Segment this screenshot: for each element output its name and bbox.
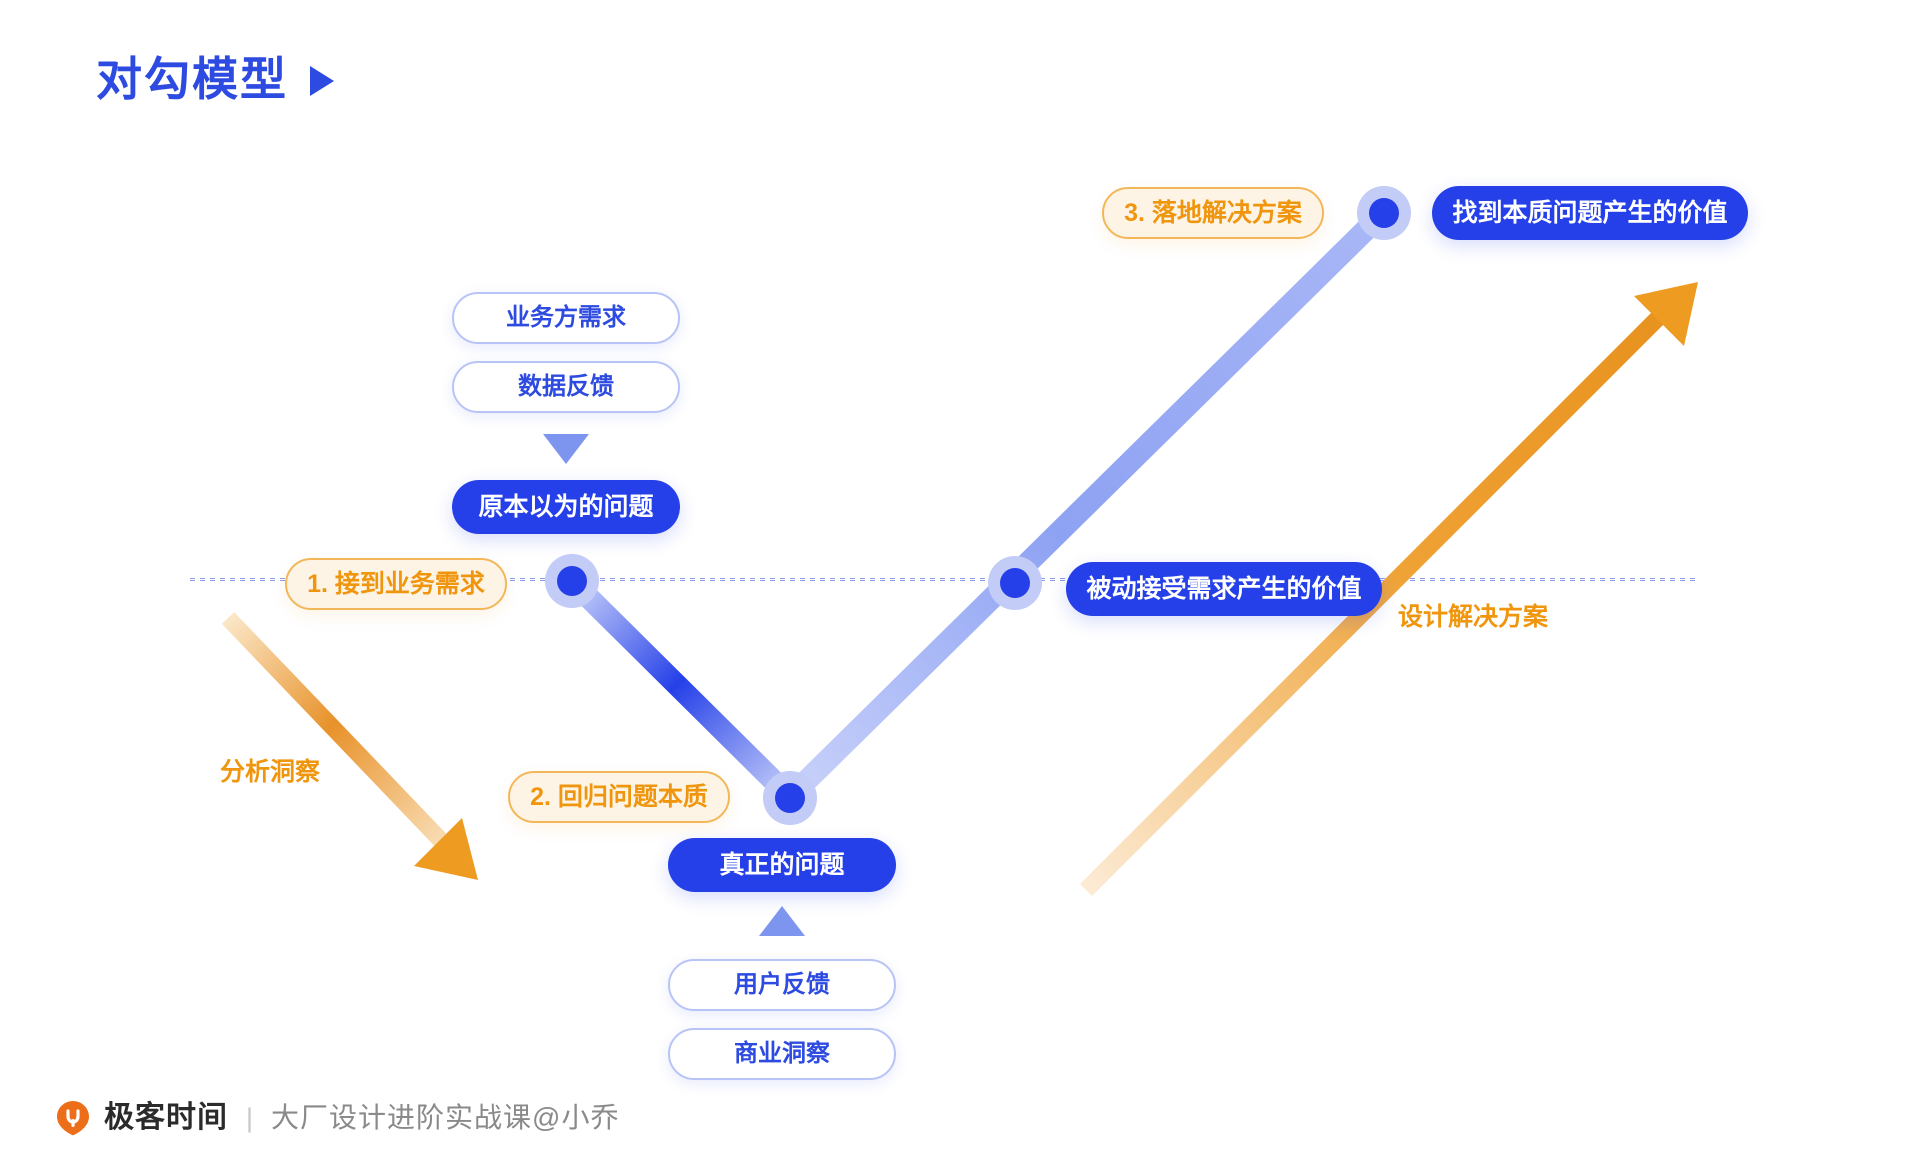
node-dot-step-2[interactable] xyxy=(763,771,817,825)
footer: 极客时间 | 大厂设计进阶实战课@小乔 xyxy=(56,1100,619,1136)
node-dot-step-1[interactable] xyxy=(545,554,599,608)
footer-course-name: 大厂设计进阶实战课@小乔 xyxy=(271,1102,620,1133)
analysis-arrow-shaft xyxy=(221,612,459,858)
checkmark-ascending-line xyxy=(779,201,1395,808)
arrow-down-to-assumed-problem-icon xyxy=(543,434,589,464)
node-dot-passive-value[interactable] xyxy=(988,556,1042,610)
input-pill-data-feedback[interactable]: 数据反馈 xyxy=(452,361,680,413)
input-pill-business-demand[interactable]: 业务方需求 xyxy=(452,292,680,344)
problem-pill-assumed[interactable]: 原本以为的问题 xyxy=(452,480,680,534)
step-pill-3[interactable]: 3. 落地解决方案 xyxy=(1102,187,1324,239)
value-pill-passive[interactable]: 被动接受需求产生的价值 xyxy=(1066,562,1382,616)
step-pill-2[interactable]: 2. 回归问题本质 xyxy=(508,771,730,823)
problem-pill-real[interactable]: 真正的问题 xyxy=(668,838,896,892)
input-pill-business-insight[interactable]: 商业洞察 xyxy=(668,1028,896,1080)
node-dot-step-3[interactable] xyxy=(1357,186,1411,240)
footer-brand: 极客时间 xyxy=(104,1101,228,1134)
design-arrow-head-icon xyxy=(1634,282,1698,346)
footer-separator: | xyxy=(246,1102,254,1133)
step-pill-1[interactable]: 1. 接到业务需求 xyxy=(285,558,507,610)
geekbang-logo-icon xyxy=(56,1100,90,1136)
play-triangle-icon xyxy=(310,65,334,96)
arrow-up-to-real-problem-icon xyxy=(759,906,805,936)
value-pill-essential[interactable]: 找到本质问题产生的价值 xyxy=(1432,186,1748,240)
checkmark-descending-line xyxy=(561,570,801,808)
label-design-solution: 设计解决方案 xyxy=(1398,603,1549,631)
input-pill-user-feedback[interactable]: 用户反馈 xyxy=(668,959,896,1011)
label-analysis-insight: 分析洞察 xyxy=(220,758,321,786)
page-header: 对勾模型 xyxy=(96,56,334,102)
analysis-arrow-head-icon xyxy=(414,818,478,880)
page-title: 对勾模型 xyxy=(96,53,288,105)
